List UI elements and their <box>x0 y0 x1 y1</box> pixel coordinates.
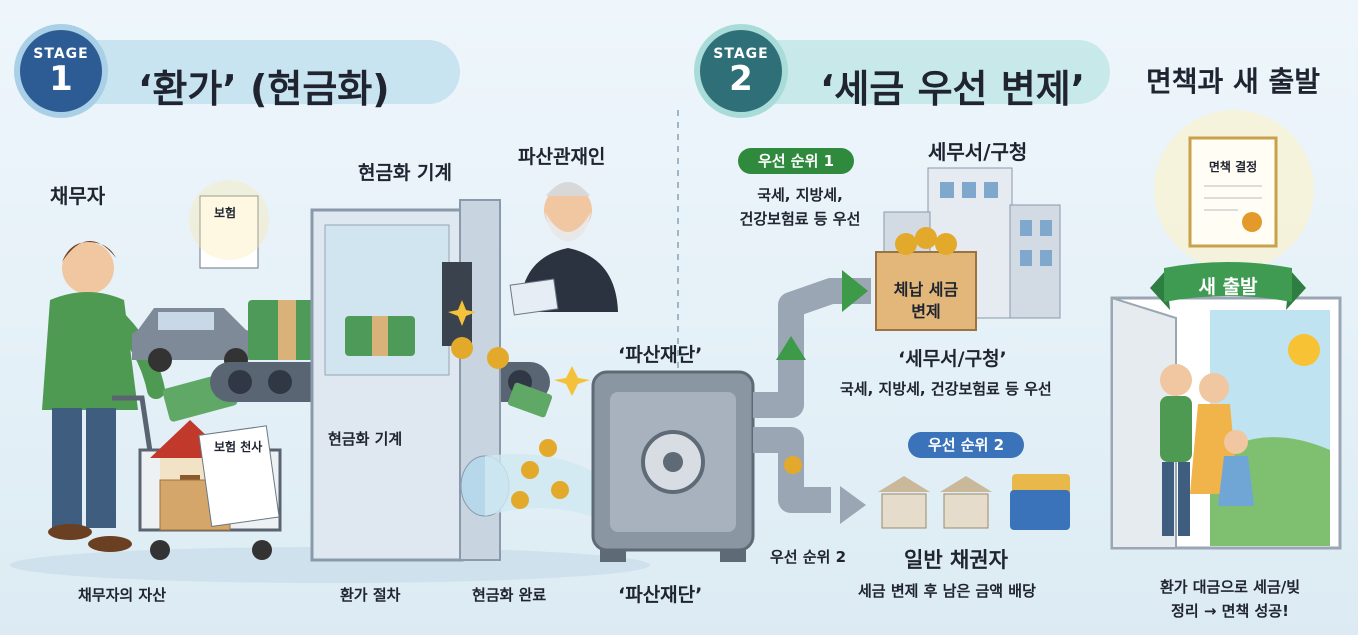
trustee-label: 파산관재인 <box>518 146 606 168</box>
stage1-title-band <box>60 40 460 104</box>
priority2-arrow-label: 우선 순위 2 <box>770 548 847 566</box>
insurance-angel-doc <box>198 425 280 527</box>
procedure-label: 환가 절차 <box>340 586 401 604</box>
distribution-pipes <box>753 270 871 524</box>
insurance-doc-label: 보험 <box>214 206 237 220</box>
tax-office-desc: 국세, 지방세, 건강보험료 등 우선 <box>840 380 1052 398</box>
coin-chute <box>460 439 615 526</box>
discharge-certificate <box>1154 110 1314 270</box>
cash-machine <box>310 199 501 562</box>
tax-box-line1: 체납 세금 <box>893 280 959 299</box>
certificate-label: 면책 결정 <box>1208 160 1258 174</box>
fresh-start-ribbon-label: 새 출발 <box>1198 276 1258 298</box>
stage1-badge: STAGE 1 <box>20 30 102 112</box>
stage2-title-band <box>740 40 1110 104</box>
stage1-badge-number: 1 <box>49 59 73 99</box>
general-creditor-label: 일반 채권자 <box>904 548 1008 572</box>
estate-bottom-label: ‘파산재단’ <box>618 584 703 606</box>
stage2-badge-word: STAGE <box>713 46 769 62</box>
insurance-doc-top <box>189 180 269 269</box>
priority1-desc-line1: 국세, 지방세, <box>757 186 843 204</box>
estate-top-label: ‘파산재단’ <box>618 344 703 366</box>
stage1-title: ‘환가’ (현금화) <box>138 67 390 111</box>
bank-icons <box>878 474 1070 530</box>
money-stack-1 <box>248 300 328 360</box>
stage2-title: ‘세금 우선 변제’ <box>820 67 1086 111</box>
cash-done-label: 현금화 완료 <box>472 586 547 604</box>
priority1-pill: 우선 순위 1 <box>738 148 854 174</box>
tax-office-top-label: 세무서/구청 <box>928 140 1028 164</box>
tax-payment-box <box>875 227 977 331</box>
tax-box-line2: 변제 <box>911 302 941 321</box>
family-figures <box>1160 364 1254 536</box>
bankruptcy-estate-safe <box>591 370 755 562</box>
tax-office-quoted-label: ‘세무서/구청’ <box>898 348 1007 370</box>
fresh-start-caption-line1: 환가 대금으로 세금/빚 <box>1159 578 1301 596</box>
fresh-start-caption-line2: 정리 → 면책 성공! <box>1171 602 1289 620</box>
debtor-label: 채무자 <box>50 184 106 208</box>
trustee-figure <box>509 182 618 316</box>
priority1-desc-line2: 건강보험료 등 우선 <box>739 210 861 228</box>
flying-coins <box>448 300 590 418</box>
priority2-pill: 우선 순위 2 <box>908 432 1024 458</box>
machine-top-label: 현금화 기계 <box>358 162 453 184</box>
fresh-start-ribbon <box>1150 262 1306 310</box>
insurance-angel-label: 보험 천사 <box>214 440 263 454</box>
stage3-title: 면책과 새 출발 <box>1146 65 1321 98</box>
stage2-badge: STAGE 2 <box>700 30 782 112</box>
machine-mid-label: 현금화 기계 <box>328 430 403 448</box>
stage2-badge-number: 2 <box>729 59 753 99</box>
debtor-assets-label: 채무자의 자산 <box>78 586 167 604</box>
stage1-badge-word: STAGE <box>33 46 89 62</box>
debtor-figure <box>42 240 165 552</box>
general-creditor-desc: 세금 변제 후 남은 금액 배당 <box>858 582 1036 600</box>
